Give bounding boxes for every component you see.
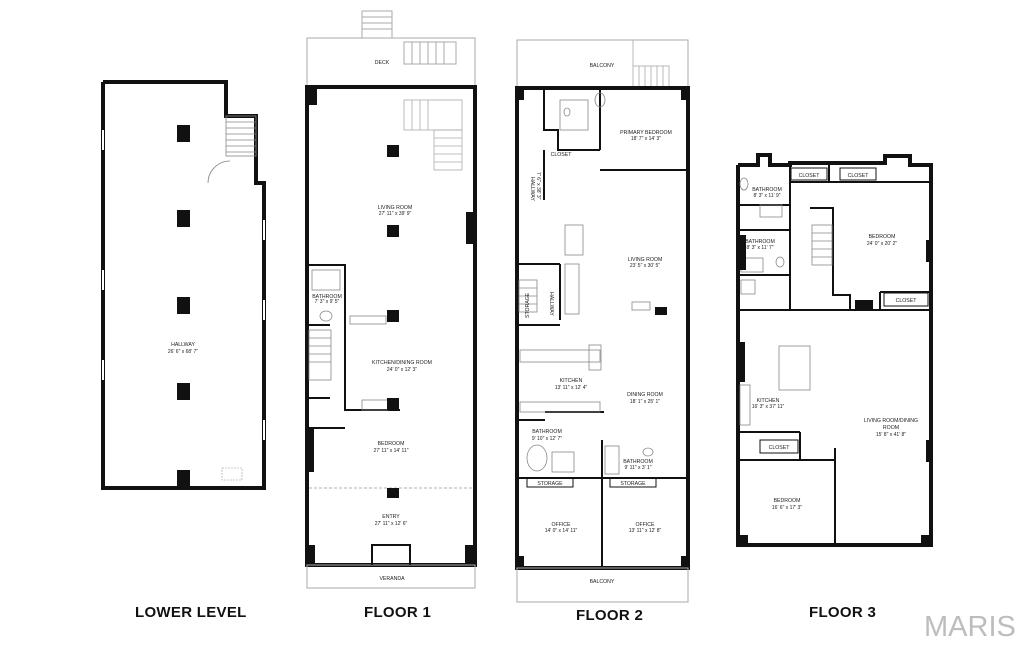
lower-level-columns (177, 125, 190, 487)
room-label: PRIMARY BEDROOM (620, 130, 672, 136)
room-label: HALLWAY (529, 177, 535, 201)
room-label: OFFICE (635, 522, 655, 528)
floor-title-lower-level: LOWER LEVEL (135, 604, 247, 621)
room-label: CLOSET (848, 173, 870, 179)
floor-title-floor1: FLOOR 1 (364, 604, 432, 621)
room-dimension: 9' 10" x 12' 7" (532, 436, 562, 442)
floor2-balcony-bottom (516, 567, 689, 603)
floor1-fixtures (308, 269, 389, 411)
floor2-interior-walls (519, 88, 688, 568)
room-label: BALCONY (590, 63, 615, 69)
room-dimension: 27' 11" x 14' 11" (373, 448, 408, 454)
room-label: BALCONY (590, 579, 615, 585)
lower-level-windows (102, 130, 265, 440)
room-label: VERANDA (379, 576, 405, 582)
room-dimension: 24' 0" x 12' 3" (387, 367, 417, 373)
floor1-plan: DECK (305, 10, 477, 589)
room-label: CLOSET (769, 445, 791, 451)
room-dimension: 18' 1" x 25' 1" (630, 399, 660, 405)
room-label: BEDROOM (869, 234, 896, 240)
room-dimension: 8' 3" x 11' 7" (746, 245, 773, 251)
floor3-plan: CLOSET CLOSET BATHROOM 8' 3" x 11' 9" BE… (736, 153, 933, 547)
room-label: CLOSET (896, 298, 918, 304)
room-dimension: 16' 3" x 37' 11" (752, 404, 785, 410)
room-label: STORAGE (537, 481, 563, 487)
room-dimension: 7' 6" x 38' 3" (535, 172, 541, 200)
room-label: BEDROOM (774, 498, 801, 504)
room-dimension: 13' 11" x 12' 4" (555, 385, 588, 391)
floor3-columns (738, 235, 932, 545)
room-dimension: 13' 11" x 12' 8" (629, 528, 662, 534)
brand-watermark: MARIS (924, 611, 1016, 643)
room-label: STORAGE (525, 292, 531, 318)
room-label: BATHROOM (623, 459, 653, 465)
room-label: KITCHEN/DINING ROOM (372, 360, 432, 366)
room-label: LIVING ROOM/DINING (864, 418, 918, 424)
room-dimension: 16' 6" x 17' 3" (772, 505, 802, 511)
floor3-exterior-wall (736, 153, 933, 547)
room-label: HALLWAY (171, 342, 195, 348)
veranda-area (306, 544, 476, 589)
room-label: KITCHEN (757, 398, 780, 404)
floor3-interior-walls (740, 165, 929, 545)
room-label: DINING ROOM (627, 392, 663, 398)
room-dimension: 26' 6" x 68' 7" (168, 349, 198, 355)
room-label: CLOSET (799, 173, 821, 179)
floor3-fixtures (739, 177, 833, 426)
room-label: BATHROOM (752, 187, 782, 193)
room-dimension: 15' 8" x 41' 8" (876, 432, 906, 438)
room-dimension: 7' 3" x 9' 5" (315, 299, 340, 305)
room-label: BEDROOM (378, 441, 405, 447)
lower-level-stair (207, 115, 257, 184)
room-label: BATHROOM (532, 429, 562, 435)
floor1-columns (307, 87, 475, 565)
room-label: STORAGE (620, 481, 646, 487)
lower-level-exterior-wall (101, 80, 266, 490)
room-dimension: 9' 11" x 3' 1" (624, 465, 651, 471)
room-label: DECK (375, 60, 390, 66)
floor2-fixtures (518, 92, 654, 475)
room-label: LIVING ROOM (378, 205, 413, 211)
room-label: ENTRY (382, 514, 400, 520)
room-dimension: 8' 3" x 11' 9" (753, 193, 780, 199)
room-label: CLOSET (551, 152, 573, 158)
floor2-columns (517, 88, 688, 568)
floor2-plan: BALCONY (515, 39, 690, 603)
room-dimension: 14' 0" x 14' 11" (545, 528, 578, 534)
floor-title-floor2: FLOOR 2 (576, 607, 644, 624)
room-dimension: 24' 0" x 20' 2" (867, 241, 897, 247)
lower-level-plan: HALLWAY 26' 6" x 68' 7" (101, 80, 266, 490)
room-label: ROOM (883, 425, 899, 431)
floor-title-floor3: FLOOR 3 (809, 604, 877, 621)
room-dimension: 27' 11" x 12' 6" (375, 521, 408, 527)
room-label: KITCHEN (560, 378, 583, 384)
room-label: HALLWAY (548, 292, 554, 316)
room-dimension: 18' 7" x 14' 3" (631, 136, 661, 142)
floor1-stair (403, 99, 463, 171)
deck-area (306, 10, 476, 88)
room-label: BATHROOM (312, 294, 342, 300)
floor2-balcony-stair (632, 40, 670, 89)
room-dimension: 23' 5" x 30' 5" (630, 263, 660, 269)
room-label: OFFICE (551, 522, 571, 528)
room-dimension: 27' 11" x 39' 9" (379, 211, 412, 217)
room-label: LIVING ROOM (628, 257, 663, 263)
room-label: BATHROOM (745, 239, 775, 245)
